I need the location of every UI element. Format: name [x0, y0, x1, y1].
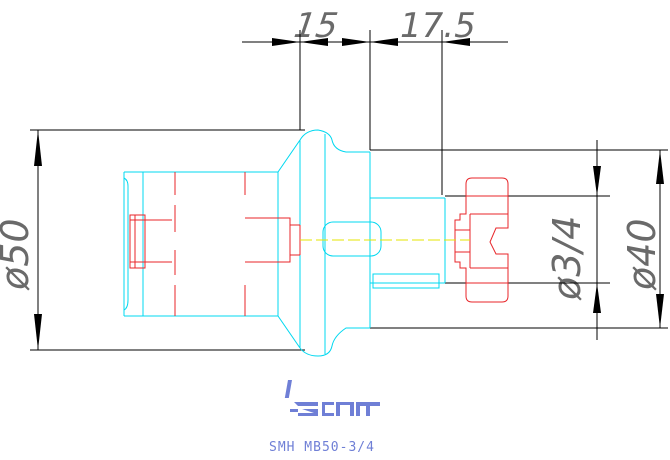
left-dimension-lines [30, 129, 305, 351]
dim-diameter-50: ø50 [0, 218, 37, 291]
dim-diameter-3-4: ø3/4 [545, 216, 589, 301]
iscar-logo-icon [284, 380, 380, 416]
holder-body-outline [123, 129, 446, 357]
top-dimension-lines [242, 30, 508, 195]
model-caption: SMH MB50-3/4 [269, 440, 375, 455]
dim-diameter-40: ø40 [620, 218, 664, 291]
hidden-features [129, 172, 509, 316]
